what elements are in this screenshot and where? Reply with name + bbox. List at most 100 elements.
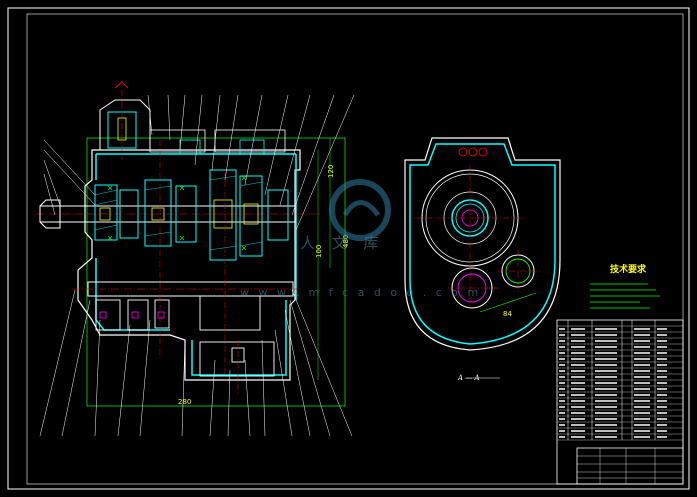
parts-cell-mark [595, 382, 617, 384]
parts-cell-mark [559, 370, 565, 372]
parts-cell-mark [595, 400, 617, 402]
parts-cell-mark [559, 412, 565, 414]
parts-cell-mark [595, 394, 617, 396]
parts-cell-mark [571, 352, 585, 354]
parts-cell-mark [657, 376, 667, 378]
parts-cell-mark [595, 376, 617, 378]
parts-cell-mark [571, 328, 585, 330]
parts-cell-mark [571, 418, 585, 420]
watermark-brand-cn: 人 文 库 [300, 234, 385, 252]
parts-cell-mark [634, 436, 650, 438]
parts-cell-mark [657, 346, 667, 348]
leader-lines-top [147, 94, 355, 231]
parts-cell-mark [634, 370, 650, 372]
parts-cell-mark [657, 400, 667, 402]
parts-cell-mark [634, 328, 650, 330]
tech-requirements-title: 技术要求 [610, 263, 647, 275]
watermark: 人 文 库 w w w . m f c a d o o . c o m [240, 179, 481, 299]
side-housing-inner [409, 143, 556, 345]
watermark-logo-icon [329, 179, 391, 241]
gear-train [94, 169, 289, 261]
parts-cell-mark [634, 394, 650, 396]
parts-cell-mark [595, 364, 617, 366]
parts-cell-mark [595, 352, 617, 354]
parts-cell-mark [559, 394, 565, 396]
parts-cell-mark [634, 358, 650, 360]
parts-cell-mark [634, 382, 650, 384]
parts-cell-mark [571, 424, 585, 426]
watermark-brand-url: w w w . m f c a d o o . c o m [240, 286, 481, 299]
parts-cell-mark [559, 400, 565, 402]
gearbox-section-view[interactable]: 120 100 480 280 [36, 81, 355, 437]
parts-cell-mark [571, 388, 585, 390]
dim-center-distance: 84 [503, 310, 512, 318]
parts-cell-mark [571, 346, 585, 348]
gearbox-side-view[interactable]: 84 A — A [404, 137, 561, 382]
parts-cell-mark [657, 340, 667, 342]
parts-cell-mark [595, 358, 617, 360]
parts-cell-mark [634, 334, 650, 336]
side-centerlines [415, 165, 540, 310]
parts-cell-mark [559, 340, 565, 342]
parts-cell-mark [595, 388, 617, 390]
parts-cell-mark [657, 394, 667, 396]
parts-cell-mark [559, 436, 565, 438]
parts-cell-mark [571, 358, 585, 360]
parts-cell-mark [571, 400, 585, 402]
parts-cell-mark [634, 400, 650, 402]
parts-list-table[interactable] [556, 319, 684, 485]
dim-width-bottom: 280 [178, 398, 191, 406]
sheet-inner-border [26, 13, 684, 485]
dim-height-main: 480 [342, 235, 350, 248]
parts-cell-mark [657, 424, 667, 426]
parts-cell-mark [571, 430, 585, 432]
parts-cell-mark [657, 412, 667, 414]
parts-cell-mark [559, 430, 565, 432]
parts-cell-mark [595, 328, 617, 330]
top-bolts [458, 147, 488, 157]
parts-cell-mark [657, 370, 667, 372]
parts-cell-mark [571, 394, 585, 396]
parts-cell-mark [559, 406, 565, 408]
parts-cell-mark [634, 340, 650, 342]
parts-cell-mark [657, 382, 667, 384]
parts-cell-mark [595, 370, 617, 372]
parts-cell-mark [571, 334, 585, 336]
dim-height-right: 120 [327, 165, 335, 178]
parts-cell-mark [595, 340, 617, 342]
parts-cell-mark [559, 334, 565, 336]
parts-cell-mark [595, 436, 617, 438]
parts-cell-mark [595, 418, 617, 420]
parts-cell-mark [559, 358, 565, 360]
bearing-marks [99, 199, 259, 229]
leader-lines-left [43, 139, 96, 216]
parts-cell-mark [657, 436, 667, 438]
parts-cell-mark [657, 358, 667, 360]
parts-cell-mark [571, 364, 585, 366]
side-housing-outer [404, 137, 561, 351]
parts-cell-mark [595, 424, 617, 426]
parts-cell-mark [634, 364, 650, 366]
parts-cell-mark [634, 376, 650, 378]
parts-cell-mark [595, 430, 617, 432]
parts-cell-mark [571, 376, 585, 378]
parts-cell-mark [634, 406, 650, 408]
parts-cell-mark [634, 346, 650, 348]
parts-cell-mark [657, 388, 667, 390]
parts-cell-mark [559, 424, 565, 426]
parts-cell-mark [634, 424, 650, 426]
parts-cell-mark [657, 430, 667, 432]
parts-cell-mark [657, 406, 667, 408]
parts-cell-mark [571, 382, 585, 384]
parts-cell-mark [571, 412, 585, 414]
dimension-frame [86, 137, 346, 407]
parts-cell-mark [559, 328, 565, 330]
parts-cell-mark [559, 376, 565, 378]
title-block[interactable] [576, 447, 684, 485]
parts-cell-mark [571, 370, 585, 372]
parts-cell-mark [571, 436, 585, 438]
parts-cell-mark [657, 364, 667, 366]
parts-cell-mark [559, 364, 565, 366]
parts-cell-mark [634, 388, 650, 390]
